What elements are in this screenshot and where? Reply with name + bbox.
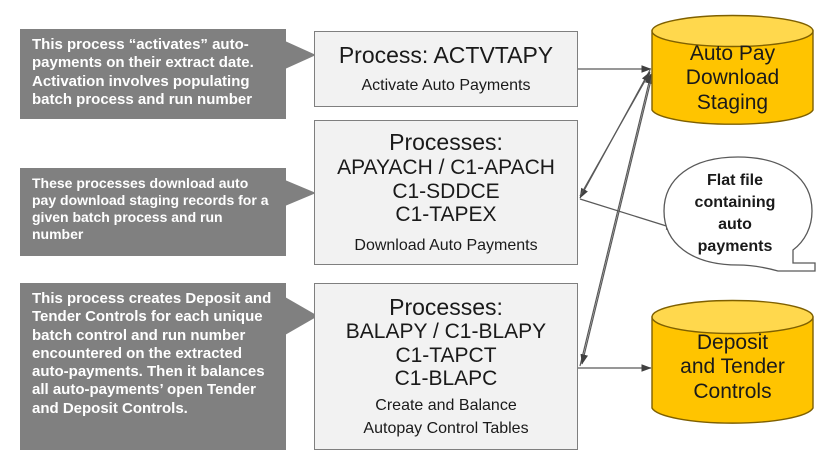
process-actvtapy-heading: Process: ACTVTAPY (338, 41, 554, 68)
process-balance-code-0: BALAPY / C1-BLAPY (345, 320, 547, 344)
process-actvtapy[interactable]: Process: ACTVTAPY Activate Auto Payments (314, 31, 578, 107)
process-balance-description-0: Create and Balance (375, 396, 517, 414)
store-deposit-tender-label: Deposit and Tender Controls (680, 331, 785, 403)
note-download-text: These processes download auto pay downlo… (32, 175, 269, 243)
process-actvtapy-description: Activate Auto Payments (361, 77, 531, 95)
note-activate: This process “activates” auto-payments o… (20, 29, 286, 119)
note-tail-balance (285, 297, 318, 335)
note-tail-activate (285, 41, 316, 69)
note-download: These processes download auto pay downlo… (20, 168, 286, 256)
store-flat-file-label: Flat file containing auto payments (694, 172, 776, 256)
note-tail-download (285, 180, 316, 206)
arrow-staging-to-balance (580, 75, 653, 365)
process-download-code-1: C1-SDDCE (392, 179, 500, 203)
process-balance-heading: Processes: (389, 293, 503, 320)
store-auto-pay-staging-label: Auto Pay Download Staging (685, 42, 780, 114)
process-download-code-0: APAYACH / C1-APACH (337, 156, 555, 179)
note-balance: This process creates Deposit and Tender … (20, 283, 286, 450)
store-auto-pay-staging[interactable]: Auto Pay Download Staging (651, 14, 814, 127)
process-balance-code-2: C1-BLAPC (394, 367, 498, 391)
arrow-download-to-flatfile (579, 198, 677, 230)
note-activate-text: This process “activates” auto-payments o… (32, 36, 254, 108)
process-download-heading: Processes: (389, 129, 503, 156)
process-download-code-2: C1-TAPEX (395, 203, 497, 227)
store-flat-file[interactable]: Flat file containing auto payments (652, 155, 826, 273)
process-balance-code-1: C1-TAPCT (395, 343, 497, 367)
process-download-description: Download Auto Payments (354, 236, 538, 254)
arrow-download-to-staging (579, 71, 651, 197)
arrow-balance-to-staging (579, 73, 653, 367)
store-deposit-tender[interactable]: Deposit and Tender Controls (651, 299, 814, 427)
process-download[interactable]: Processes: APAYACH / C1-APACH C1-SDDCE C… (314, 120, 578, 265)
process-balance[interactable]: Processes: BALAPY / C1-BLAPY C1-TAPCT C1… (314, 283, 578, 450)
process-balance-description-1: Autopay Control Tables (363, 420, 529, 438)
note-balance-text: This process creates Deposit and Tender … (32, 290, 272, 417)
